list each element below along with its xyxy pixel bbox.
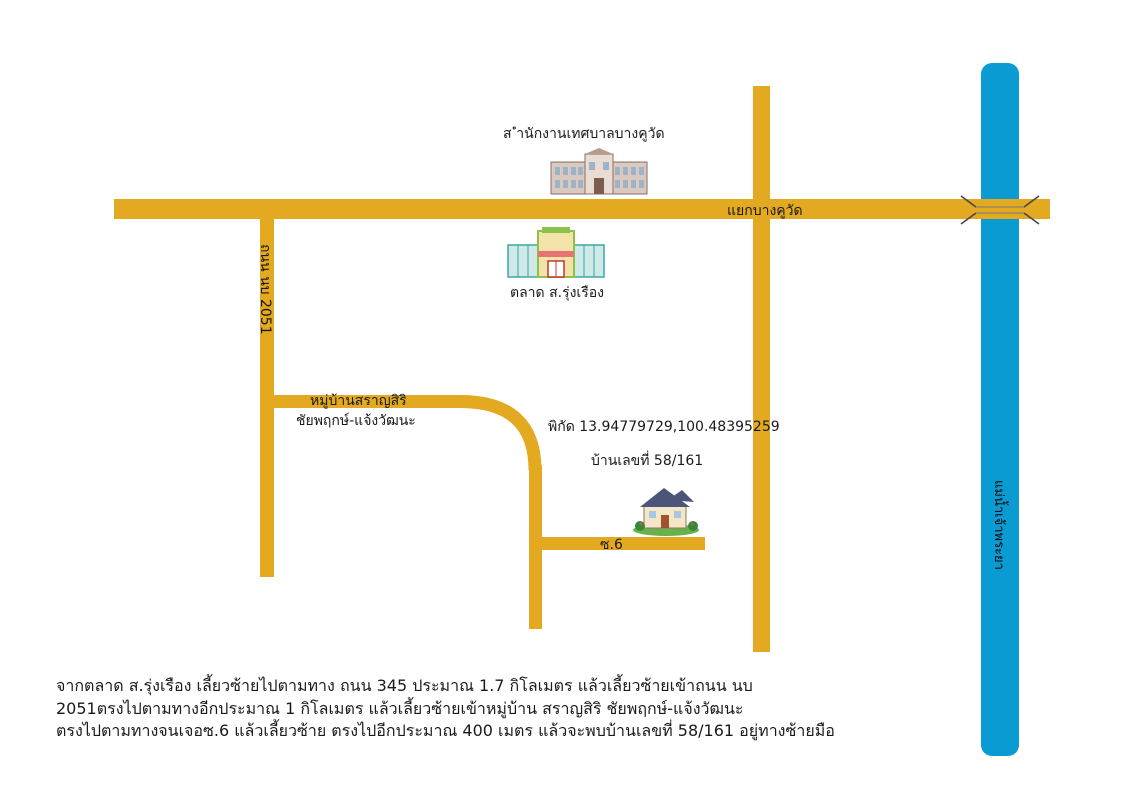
directions-line: จากตลาด ส.รุ่งเรือง เลี้ยวซ้ายไปตามทาง ถ… xyxy=(56,676,753,695)
road-2051 xyxy=(260,219,274,577)
village-label-line1: หมู่บ้านสราญสิริ xyxy=(310,393,407,409)
village-road-horizontal xyxy=(274,395,460,408)
government-building-icon xyxy=(550,148,648,195)
bridge-icon xyxy=(960,195,1040,225)
main-road-horizontal xyxy=(114,199,1050,219)
house-icon xyxy=(633,488,699,536)
river xyxy=(981,63,1019,756)
village-road-curve xyxy=(459,395,542,471)
junction-label: แยกบางคูวัด xyxy=(727,203,803,219)
road-right-vertical xyxy=(753,86,770,652)
municipal-office-label: ส ำนักงานเทศบาลบางคูวัด xyxy=(503,126,665,142)
house-number-label: บ้านเลขที่ 58/161 xyxy=(591,453,704,469)
market-building-icon xyxy=(507,227,605,278)
directions-line: ตรงไปตามทางจนเจอซ.6 แล้วเลี้ยวซ้าย ตรงไป… xyxy=(56,721,835,740)
soi-6-label: ซ.6 xyxy=(600,537,623,553)
river-label: แม่น้ำเจ้าพระยา xyxy=(991,480,1006,570)
directions-line: 2051ตรงไปตามทางอีกประมาณ 1 กิโลเมตร แล้ว… xyxy=(56,698,744,718)
road-2051-label: ถนน นบ 2051 xyxy=(257,244,273,335)
village-label-line2: ชัยพฤกษ์-แจ้งวัฒนะ xyxy=(296,413,416,429)
directions-text: จากตลาด ส.รุ่งเรือง เลี้ยวซ้ายไปตามทาง ถ… xyxy=(56,675,1056,743)
market-label: ตลาด ส.รุ่งเรือง xyxy=(510,285,604,301)
soi-6-road xyxy=(542,537,705,550)
coordinates-label: พิกัด 13.94779729,100.48395259 xyxy=(548,419,780,435)
village-road-vertical xyxy=(529,465,542,629)
